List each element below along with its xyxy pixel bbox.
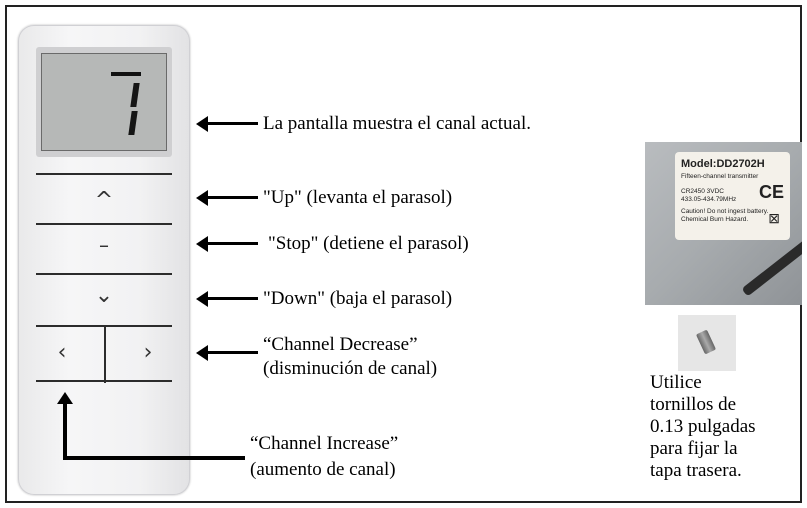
label-channel-decrease-1: “Channel Decrease” [263, 334, 418, 355]
up-button[interactable]: ^ [94, 188, 114, 213]
arrow-left-icon [196, 291, 208, 307]
label-channel-increase-2: (aumento de canal) [250, 459, 396, 480]
label-stop: "Stop" (detiene el parasol) [268, 233, 469, 254]
screw-photo [678, 315, 736, 371]
arrow-channel-increase-vertical [63, 402, 67, 460]
model-text: Model:DD2702H [681, 158, 765, 170]
arrow-left-icon [196, 190, 208, 206]
lcd-notch [111, 72, 141, 76]
channel-decrease-button[interactable]: › [143, 340, 153, 365]
arrow-screen-line [206, 122, 258, 125]
label-channel-increase-1: “Channel Increase” [250, 433, 399, 454]
divider-5 [36, 380, 172, 382]
arrow-left-icon [196, 116, 208, 132]
recycle-bin-icon: ⊠ [768, 210, 780, 226]
label-screen: La pantalla muestra el canal actual. [263, 113, 531, 134]
ce-mark: CE [758, 182, 784, 202]
divider-2 [36, 223, 172, 225]
arrow-down-line [206, 297, 258, 300]
stop-button[interactable]: – [99, 233, 109, 257]
divider-4 [36, 325, 172, 327]
label-line-5: Chemical Burn Hazard. [681, 216, 749, 223]
arrow-up-line [206, 196, 258, 199]
lcd-screen [41, 53, 167, 151]
arrow-left-icon [196, 345, 208, 361]
lcd-digit-segment-top [130, 83, 140, 107]
channel-button-divider [104, 327, 106, 383]
arrow-left-icon [196, 236, 208, 252]
down-button[interactable]: ⌄ [94, 283, 114, 308]
label-line-4: Caution! Do not ingest battery. [681, 208, 769, 215]
channel-increase-button[interactable]: ‹ [57, 340, 67, 365]
remote-control: ^ – ⌄ ‹ › [18, 25, 190, 495]
lcd-digit-segment-bottom [128, 111, 138, 135]
label-channel-decrease-2: (disminución de canal) [263, 358, 438, 379]
arrow-stop-line [206, 242, 258, 245]
label-line-1: Fifteen-channel transmitter [681, 173, 759, 180]
device-back-photo: Model:DD2702H Fifteen-channel transmitte… [645, 142, 802, 305]
screw-icon [695, 329, 717, 355]
screw-note: Utilice tornillos de 0.13 pulgadas para … [650, 372, 756, 481]
device-label-sticker: Model:DD2702H Fifteen-channel transmitte… [675, 152, 790, 240]
arrow-channel-decrease-line [206, 351, 258, 354]
label-up: "Up" (levanta el parasol) [263, 187, 453, 208]
label-line-3: 433.05-434.79MHz [681, 196, 737, 203]
screwdriver-shaft [741, 233, 802, 297]
label-down: "Down" (baja el parasol) [263, 288, 453, 309]
divider-1 [36, 173, 172, 175]
arrow-up-icon [57, 392, 73, 404]
arrow-channel-increase-horizontal [63, 456, 245, 460]
lcd-bezel [36, 47, 172, 157]
label-line-2: CR2450 3VDC [681, 188, 724, 195]
divider-3 [36, 273, 172, 275]
